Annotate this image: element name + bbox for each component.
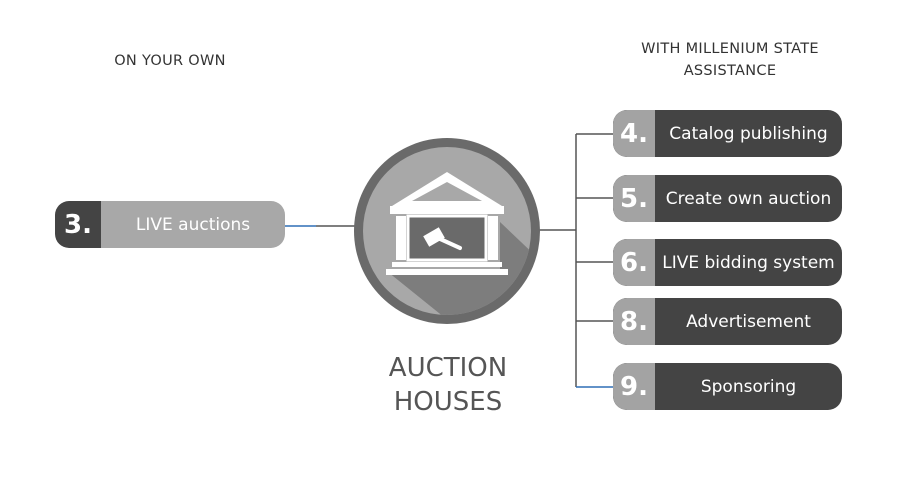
list-item: 9. Sponsoring (613, 363, 842, 410)
item-label: Create own auction (665, 188, 832, 209)
item-label: LIVE bidding system (662, 252, 835, 273)
item-number: 9. (613, 363, 655, 410)
item-label: LIVE auctions (135, 214, 251, 235)
item-label: Sponsoring (700, 376, 797, 397)
item-number: 8. (613, 298, 655, 345)
list-item: 6. LIVE bidding system (613, 239, 842, 286)
item-number: 5. (613, 175, 655, 222)
item-number: 3. (55, 201, 101, 248)
item-number: 4. (613, 110, 655, 157)
center-title: AUCTION HOUSES (348, 351, 548, 419)
item-label: Advertisement (686, 311, 811, 332)
list-item-left: 3. LIVE auctions (55, 201, 285, 248)
right-header: WITH MILLENIUM STATE ASSISTANCE (641, 41, 819, 79)
list-item: 5. Create own auction (613, 175, 842, 222)
item-label: Catalog publishing (669, 123, 828, 144)
title-line1: AUCTION (388, 353, 508, 383)
list-item: 8. Advertisement (613, 298, 842, 345)
auction-house-gavel-icon (354, 138, 540, 324)
list-item: 4. Catalog publishing (613, 110, 842, 157)
left-header: ON YOUR OWN (114, 53, 226, 69)
title-line2: HOUSES (393, 387, 503, 417)
item-number: 6. (613, 239, 655, 286)
